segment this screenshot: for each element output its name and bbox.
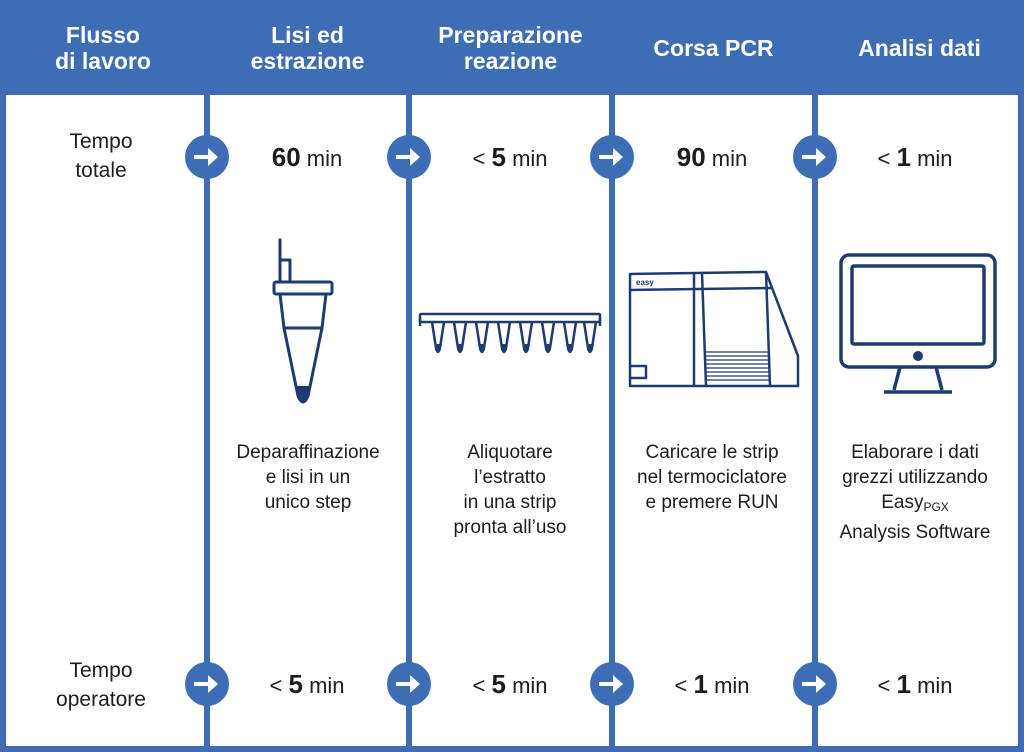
- time-prefix: <: [472, 146, 486, 171]
- description-lysis: Deparaffinazione e lisi in un unico step: [208, 440, 408, 515]
- header-data-analysis: Analisi dati: [815, 0, 1024, 95]
- time-prefix: <: [472, 673, 486, 698]
- description-line: Aliquotare: [467, 442, 553, 463]
- description-line: EasyPGX: [881, 492, 949, 514]
- row-label-total-line1: Tempo: [69, 130, 133, 153]
- time-value: 1: [693, 669, 708, 699]
- header-pcr-run: Corsa PCR: [612, 0, 815, 95]
- time-unit: min: [306, 146, 343, 171]
- row-label-total-line2: totale: [75, 159, 127, 182]
- time-unit: min: [714, 673, 750, 698]
- description-line: Analysis Software: [839, 522, 991, 543]
- total-time-pcr: 90 min: [612, 142, 812, 174]
- arrow-right-circle-icon: [185, 662, 229, 706]
- description-line: Deparaffinazione: [236, 442, 380, 463]
- time-unit: min: [512, 673, 548, 698]
- column-divider-2: [406, 95, 412, 746]
- operator-time-pcr: < 1 min: [612, 669, 812, 701]
- total-time-lysis: 60 min: [207, 142, 407, 174]
- arrow-right-circle-icon: [185, 135, 229, 179]
- row-label-operator-line1: Tempo: [69, 659, 133, 682]
- time-unit: min: [917, 673, 953, 698]
- total-time-analysis: < 1 min: [815, 142, 1015, 174]
- software-brand-sub: PGX: [923, 500, 949, 514]
- time-unit: min: [917, 146, 953, 171]
- time-prefix: <: [877, 673, 891, 698]
- header-analysis-line1: Analisi dati: [858, 34, 981, 61]
- description-pcr: Caricare le strip nel termociclatore e p…: [612, 440, 812, 515]
- arrow-right-circle-icon: [590, 662, 634, 706]
- arrow-right-circle-icon: [387, 135, 431, 179]
- arrow-right-circle-icon: [793, 662, 837, 706]
- arrow-right-circle-icon: [793, 135, 837, 179]
- time-value: 1: [896, 142, 911, 172]
- time-value: 5: [288, 669, 303, 699]
- description-analysis: Elaborare i dati grezzi utilizzando Easy…: [815, 440, 1015, 545]
- arrow-right-circle-icon: [590, 135, 634, 179]
- total-time-prep: < 5 min: [410, 142, 610, 174]
- description-line: l’estratto: [474, 467, 546, 488]
- description-line: e lisi in un: [265, 467, 351, 488]
- monitor-icon: [839, 253, 997, 394]
- time-prefix: <: [269, 673, 283, 698]
- header-prep-line2: reazione: [463, 47, 558, 74]
- description-line: grezzi utilizzando: [842, 467, 988, 488]
- time-value: 1: [896, 669, 911, 699]
- description-line: Elaborare i dati: [851, 442, 979, 463]
- header-pcr-line1: Corsa PCR: [653, 34, 774, 61]
- thermocycler-icon: easy: [628, 270, 800, 388]
- column-divider-1: [204, 95, 210, 746]
- arrow-right-circle-icon: [387, 662, 431, 706]
- time-unit: min: [309, 673, 345, 698]
- time-prefix: <: [877, 146, 891, 171]
- header-lysis-line2: estrazione: [250, 47, 365, 74]
- description-line: unico step: [264, 492, 352, 513]
- column-divider-3: [609, 95, 615, 746]
- software-brand: Easy: [881, 492, 924, 513]
- description-line: e premere RUN: [645, 492, 779, 513]
- header-workflow-line2: di lavoro: [55, 47, 151, 74]
- operator-time-prep: < 5 min: [410, 669, 610, 701]
- time-value: 60: [271, 142, 301, 172]
- device-brand-label: easy: [636, 278, 654, 287]
- row-label-operator-line2: operatore: [56, 688, 146, 711]
- header-workflow-line1: Flusso: [65, 21, 141, 48]
- pcr-strip-icon: [418, 312, 602, 354]
- header-lysis-line1: Lisi ed: [271, 21, 344, 48]
- row-label-operator-time: Tempo operatore: [8, 656, 194, 714]
- time-unit: min: [711, 146, 748, 171]
- description-line: pronta all’uso: [453, 517, 567, 538]
- time-value: 90: [676, 142, 706, 172]
- microtube-icon: [272, 238, 334, 404]
- operator-time-analysis: < 1 min: [815, 669, 1015, 701]
- row-label-total-time: Tempo totale: [8, 127, 194, 185]
- column-divider-4: [812, 95, 818, 746]
- time-value: 5: [491, 142, 506, 172]
- operator-time-lysis: < 5 min: [207, 669, 407, 701]
- description-line: nel termociclatore: [637, 467, 787, 488]
- time-prefix: <: [674, 673, 688, 698]
- time-value: 5: [491, 669, 506, 699]
- description-prep: Aliquotare l’estratto in una strip pront…: [410, 440, 610, 540]
- description-line: Caricare le strip: [645, 442, 779, 463]
- header-prep-line1: Preparazione: [438, 21, 583, 48]
- description-line: in una strip: [463, 492, 557, 513]
- time-unit: min: [512, 146, 548, 171]
